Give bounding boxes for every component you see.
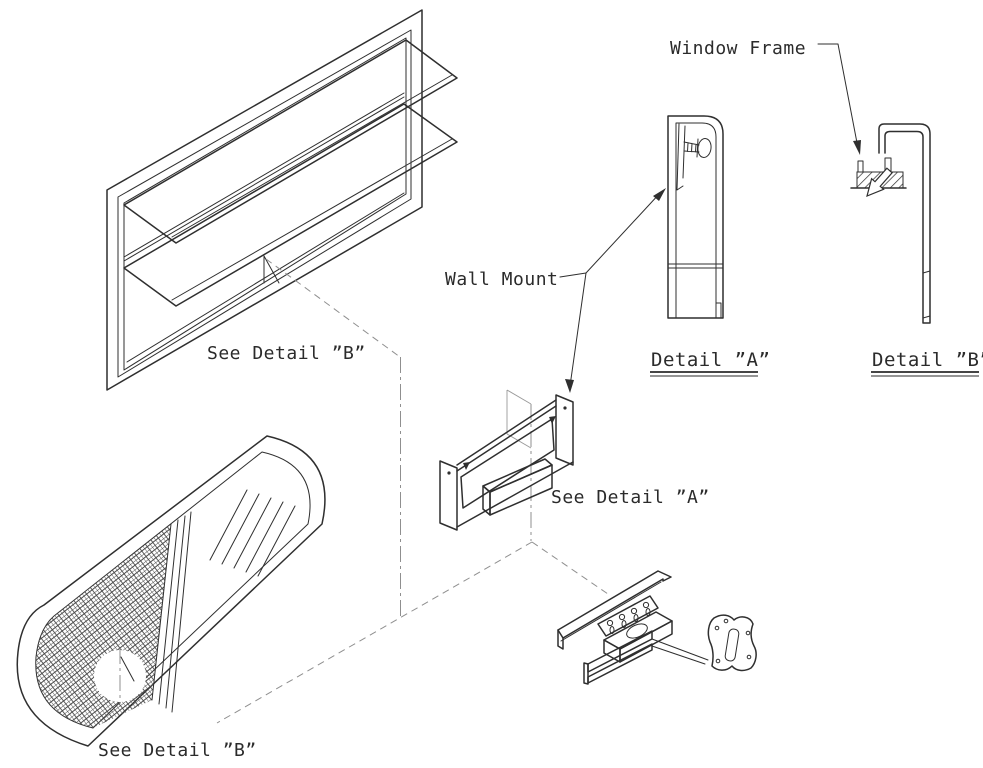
detail-a-title: Detail ”A” bbox=[651, 349, 770, 371]
center-hole bbox=[626, 623, 648, 639]
see-detail-a-label: See Detail ”A” bbox=[551, 487, 710, 508]
wall-mount-leader bbox=[559, 188, 666, 393]
glass-lines bbox=[209, 489, 296, 577]
see-detail-b-lower-label: See Detail ”B” bbox=[98, 740, 257, 761]
projection-lines bbox=[216, 258, 609, 724]
detail-a-view bbox=[667, 115, 724, 319]
section-direction-arrow bbox=[866, 167, 893, 198]
window-frame-label: Window Frame bbox=[670, 38, 806, 59]
wall-mount-label: Wall Mount bbox=[445, 269, 558, 290]
wall-mount-iso-view bbox=[439, 394, 574, 531]
see-detail-b-upper-label: See Detail ”B” bbox=[207, 343, 366, 364]
rounded-window-iso-view bbox=[16, 435, 326, 747]
detail-b-flag-lower bbox=[120, 656, 135, 682]
screen-mesh bbox=[35, 524, 171, 728]
window-frame-leader bbox=[817, 43, 861, 155]
awning-window-iso-view bbox=[106, 9, 458, 391]
vesa-plate bbox=[707, 614, 757, 672]
vesa-holes bbox=[714, 618, 752, 664]
detail-b-view bbox=[850, 123, 931, 324]
screw-head bbox=[697, 138, 712, 158]
monitor-mount-iso-view bbox=[557, 570, 757, 685]
detail-b-flag-upper bbox=[263, 255, 280, 284]
vesa-slot bbox=[724, 628, 740, 662]
keyhole-slots bbox=[606, 601, 651, 634]
detail-b-title: Detail ”B” bbox=[872, 349, 983, 371]
